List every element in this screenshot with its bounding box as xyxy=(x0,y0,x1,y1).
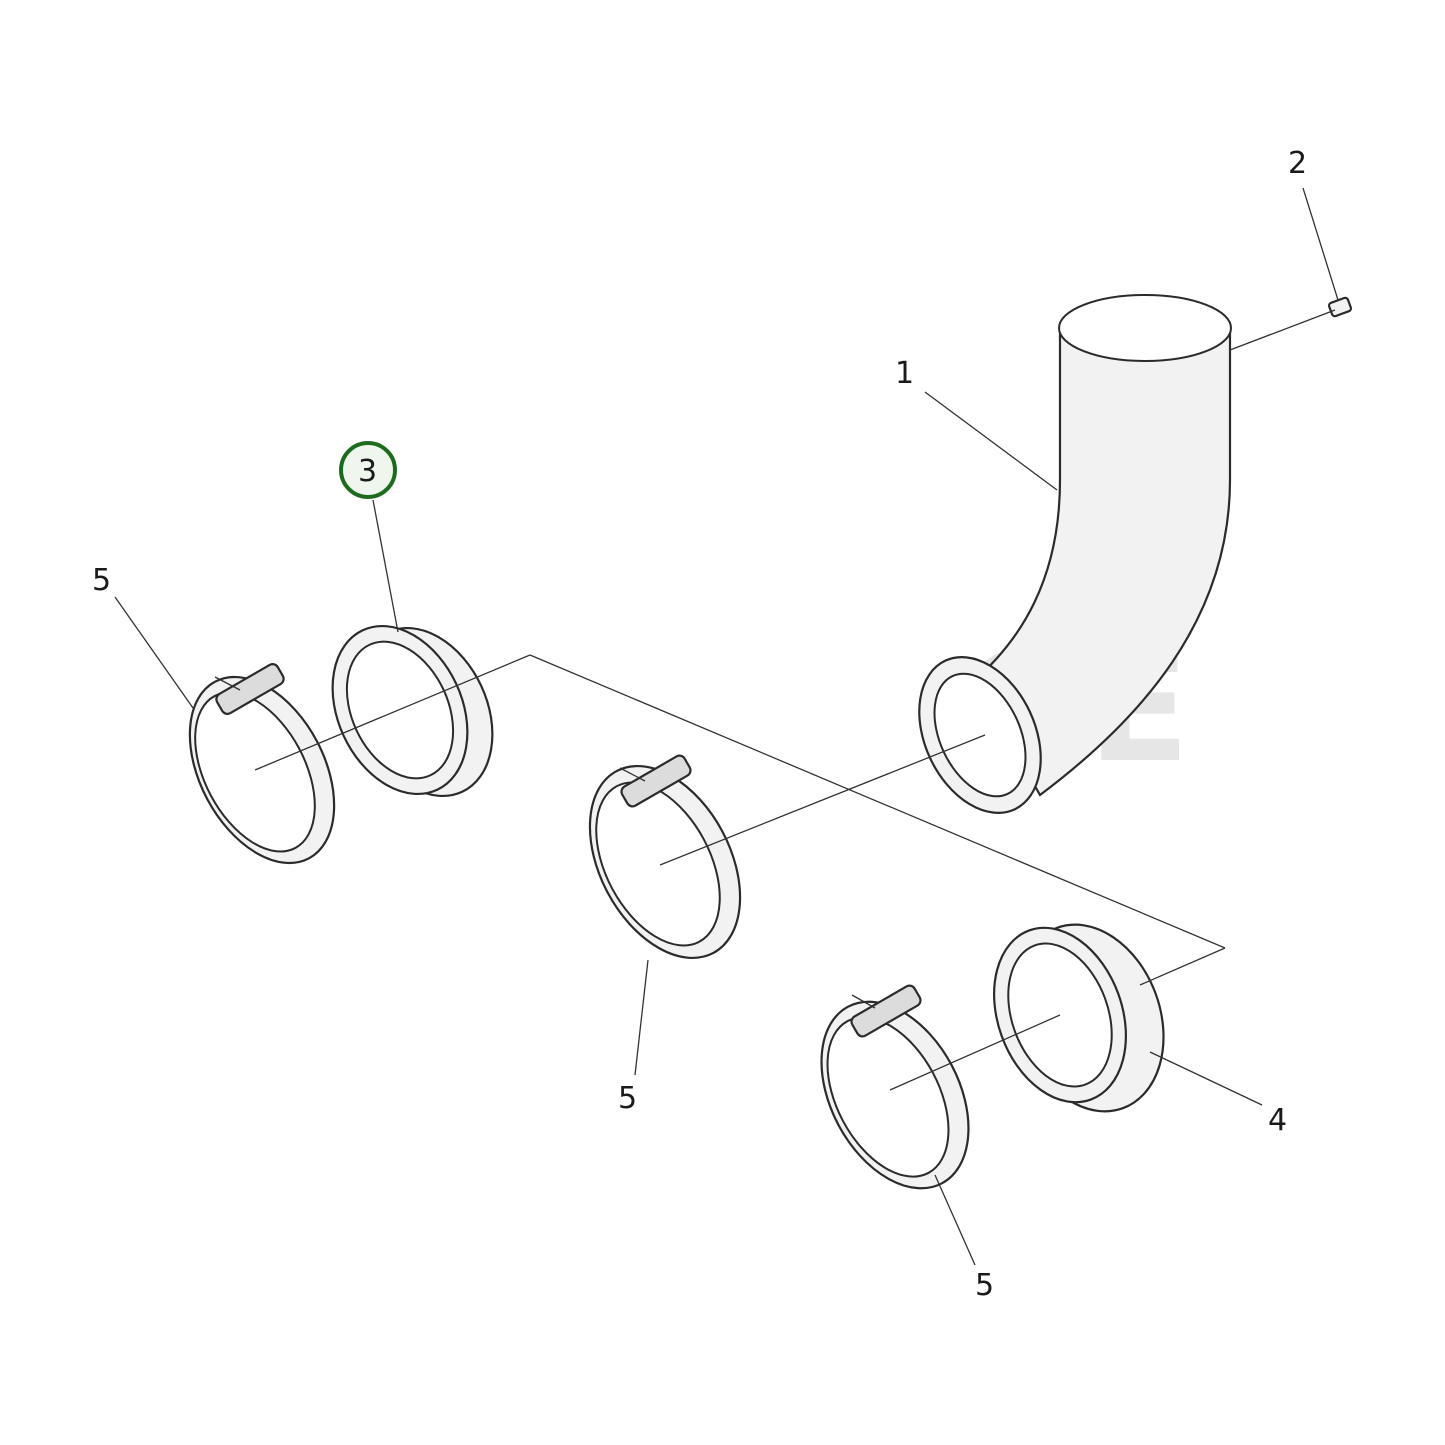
callout-2[interactable]: 2 xyxy=(1288,146,1307,181)
callout-5-left[interactable]: 5 xyxy=(92,563,111,598)
callout-3[interactable]: 3 xyxy=(358,454,377,489)
callout-5-middle[interactable]: 5 xyxy=(618,1081,637,1116)
callout-1[interactable]: 1 xyxy=(895,356,914,391)
clamp-left[interactable] xyxy=(160,653,363,888)
callout-5-bottom[interactable]: 5 xyxy=(975,1268,994,1303)
clamp-middle[interactable] xyxy=(559,741,770,984)
callout-leaders xyxy=(114,187,1339,1266)
plug-part[interactable] xyxy=(1327,296,1353,318)
callout-3-highlight[interactable]: 3 xyxy=(339,441,397,499)
adapter-ring-left[interactable] xyxy=(307,604,519,818)
clamp-bottom[interactable] xyxy=(792,977,999,1214)
assembly-axis-lines xyxy=(254,309,1336,1091)
adapter-ring-right[interactable] xyxy=(971,904,1189,1132)
callout-4[interactable]: 4 xyxy=(1268,1103,1287,1138)
elbow-pipe[interactable] xyxy=(895,294,1232,833)
